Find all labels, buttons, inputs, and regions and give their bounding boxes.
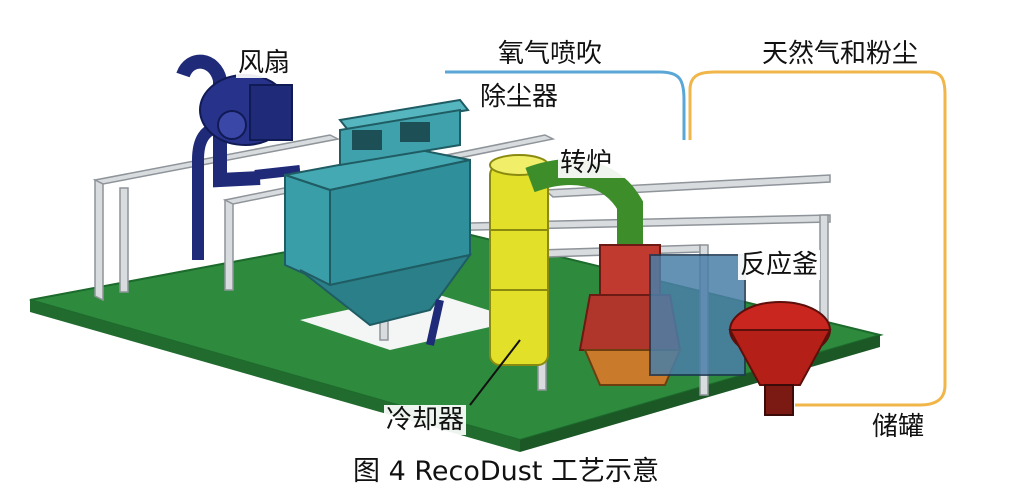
- label-reactor: 反应釜: [738, 250, 821, 280]
- converter: [578, 244, 746, 386]
- label-fan: 风扇: [236, 48, 293, 78]
- gas-powder-line: [688, 70, 947, 407]
- label-gas-powder: 天然气和粉尘: [760, 39, 921, 69]
- label-dust-collector: 除尘器: [478, 82, 561, 112]
- label-storage: 储罐: [870, 412, 927, 442]
- label-oxygen: 氧气喷吹: [496, 39, 605, 69]
- reactor: [728, 301, 832, 416]
- cooler-leader-line: [469, 339, 521, 406]
- dust-collector: [284, 98, 473, 346]
- label-converter: 转炉: [558, 148, 688, 178]
- cooler: [489, 154, 549, 366]
- fan-unit: [176, 54, 301, 260]
- figure-caption: 图 4 RecoDust 工艺示意: [352, 456, 659, 487]
- oxygen-line: [445, 70, 686, 140]
- floor-opening: [300, 292, 520, 350]
- label-cooler: 冷却器: [384, 405, 467, 435]
